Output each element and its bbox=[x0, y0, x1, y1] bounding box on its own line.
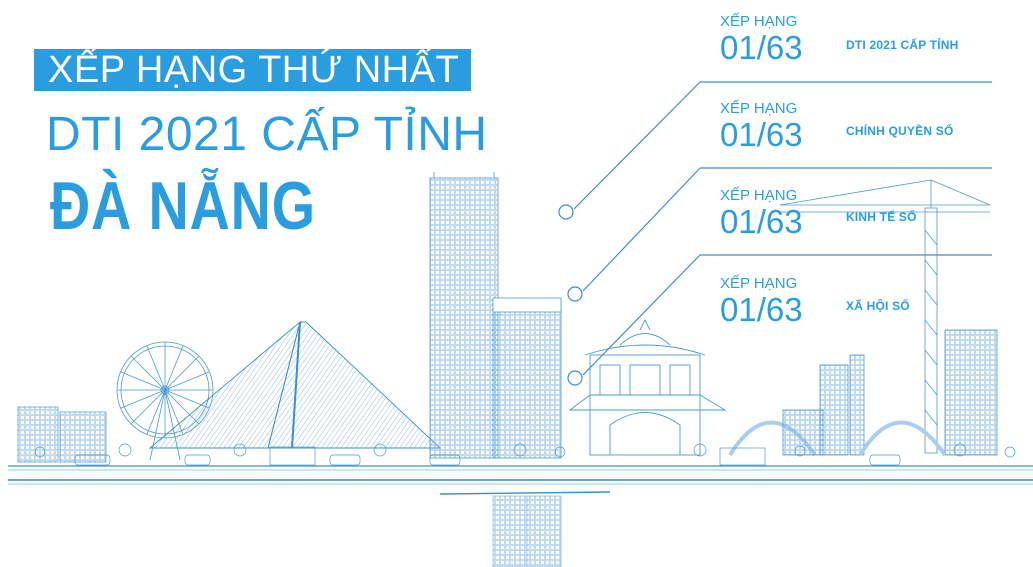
ranking-2: XẾP HẠNG 01/63 bbox=[720, 100, 803, 153]
ranking-value: 01/63 bbox=[720, 291, 803, 328]
ranking-category-3: KINH TẾ SỐ bbox=[846, 210, 917, 224]
ranking-value: 01/63 bbox=[720, 29, 803, 66]
ranking-category-2: CHÍNH QUYỀN SỐ bbox=[846, 124, 954, 138]
ranking-label: XẾP HẠNG bbox=[720, 275, 798, 292]
connector-lines bbox=[558, 81, 992, 386]
right-buildings bbox=[728, 329, 998, 457]
reflection-tower bbox=[492, 495, 562, 567]
street-details bbox=[34, 443, 1016, 466]
temple-gate bbox=[568, 318, 727, 456]
tower-crane bbox=[779, 179, 991, 454]
ranking-label: XẾP HẠNG bbox=[720, 13, 798, 30]
ranking-label: XẾP HẠNG bbox=[720, 100, 798, 117]
page-subtitle: DTI 2021 CẤP TỈNH bbox=[46, 108, 488, 161]
ranking-category-4: XÃ HỘI SỐ bbox=[846, 299, 910, 313]
title-banner: XẾP HẠNG THỨ NHẤT bbox=[34, 49, 472, 91]
ranking-label: XẾP HẠNG bbox=[720, 187, 798, 204]
ranking-value: 01/63 bbox=[720, 203, 803, 240]
ranking-category-1: DTI 2021 CẤP TỈNH bbox=[846, 38, 959, 52]
ranking-1: XẾP HẠNG 01/63 bbox=[720, 13, 803, 66]
city-name: ĐÀ NẴNG bbox=[50, 168, 316, 244]
ranking-4: XẾP HẠNG 01/63 bbox=[720, 275, 803, 328]
bridge-pylon bbox=[148, 320, 442, 449]
tall-towers bbox=[429, 172, 562, 459]
ferris-wheel bbox=[116, 341, 214, 461]
left-buildings bbox=[17, 406, 107, 463]
ranking-3: XẾP HẠNG 01/63 bbox=[720, 187, 803, 240]
ranking-value: 01/63 bbox=[720, 116, 803, 153]
road bbox=[8, 465, 1033, 495]
